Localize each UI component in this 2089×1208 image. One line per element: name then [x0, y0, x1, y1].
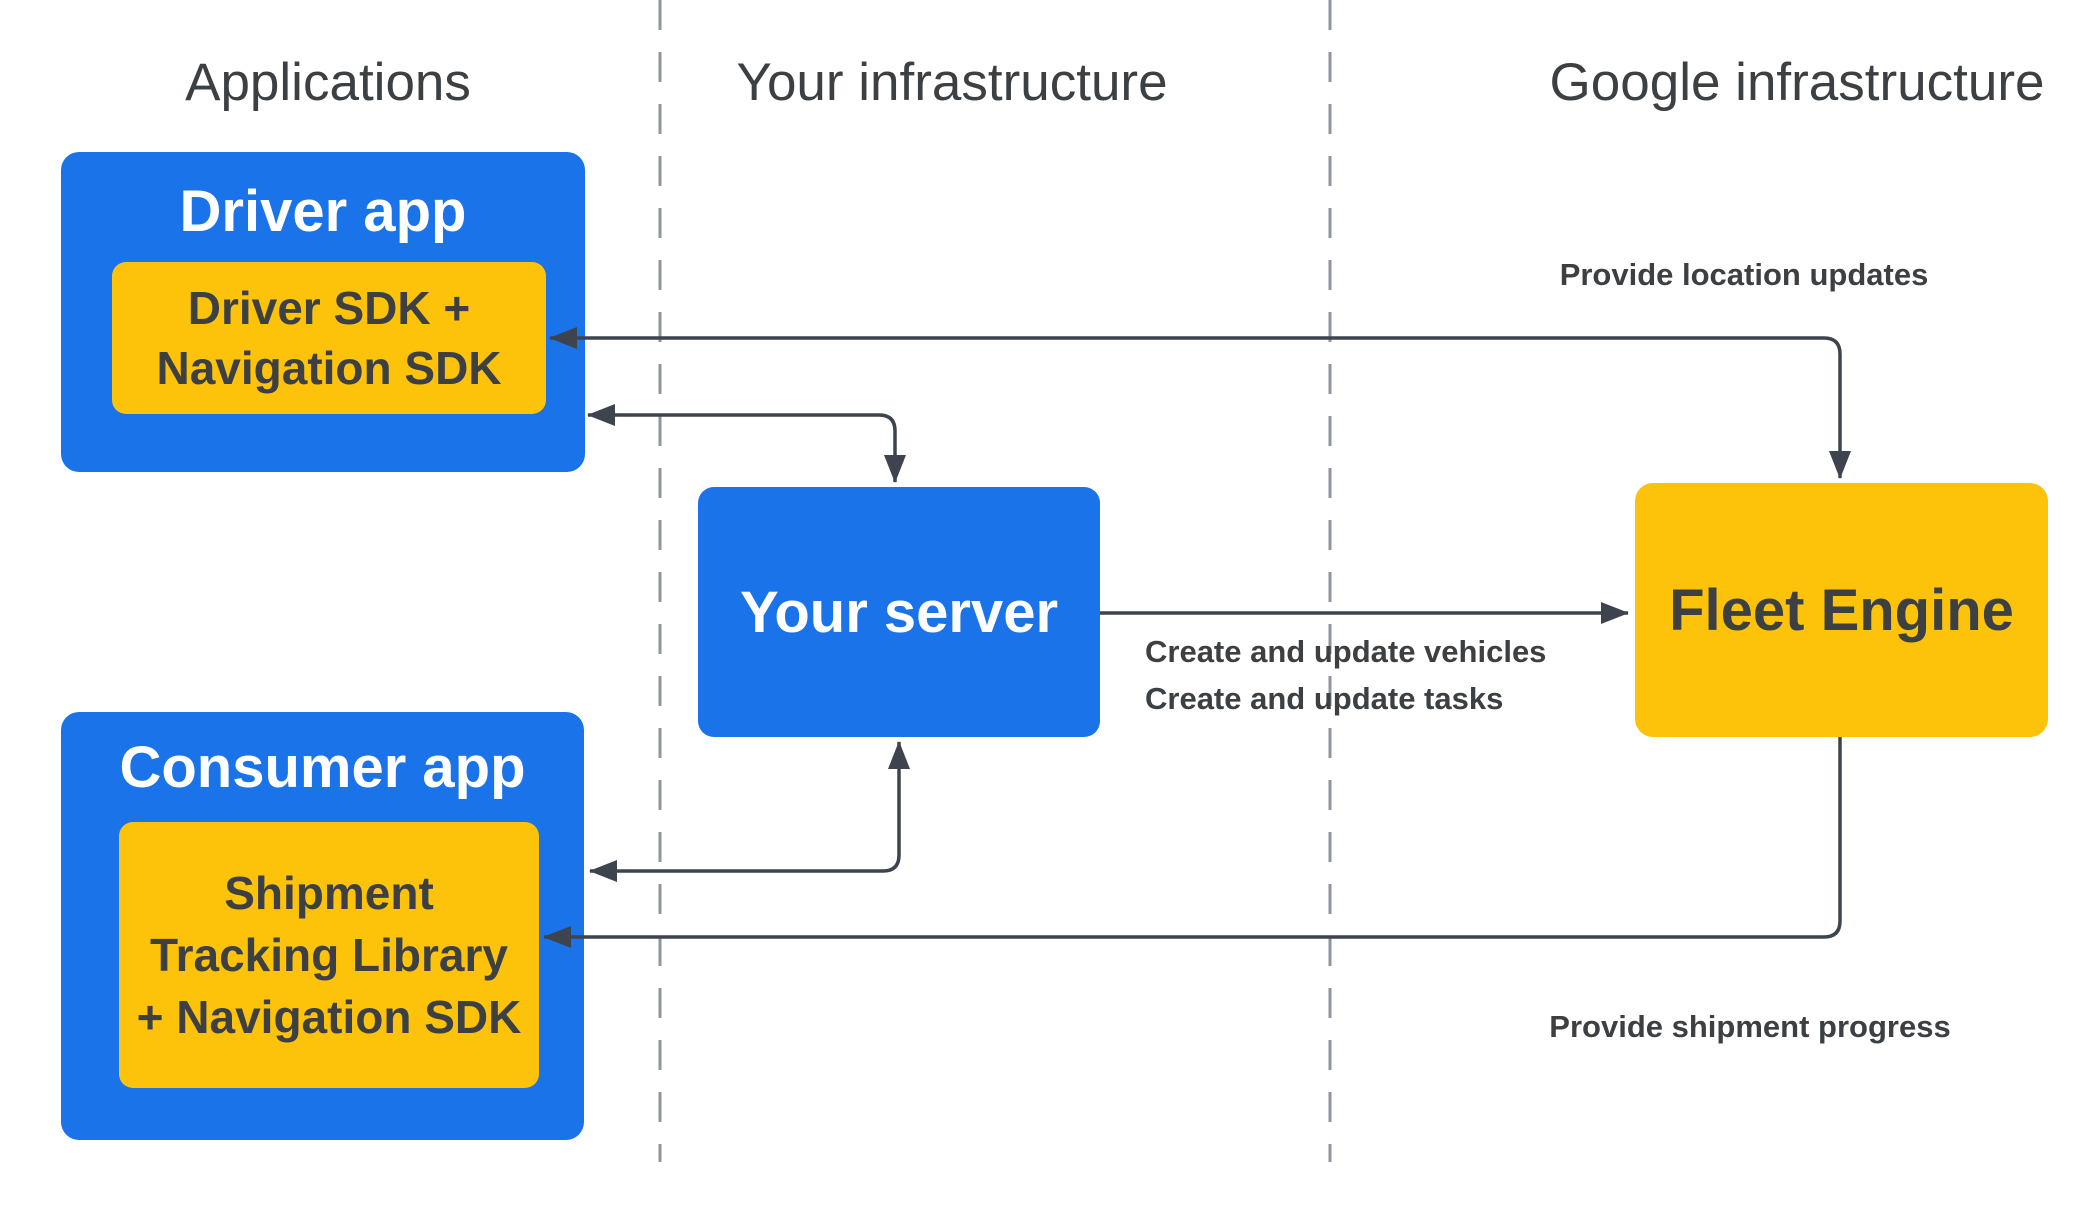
shipment-tracking-library-box: Shipment Tracking Library + Navigation S…	[119, 822, 539, 1088]
shipment-line-2: Tracking Library	[150, 929, 508, 981]
your-server-box: Your server	[698, 487, 1100, 737]
shipment-line-3: + Navigation SDK	[136, 991, 522, 1043]
driver-sdk-line-1: Driver SDK +	[187, 282, 471, 334]
consumer-app-title: Consumer app	[119, 735, 526, 800]
column-header-google-infrastructure: Google infrastructure	[1549, 53, 2045, 112]
arrow-shipment-progress-fleet-consumer	[543, 737, 1842, 948]
label-create-and-update: Create and update vehicles Create and up…	[1145, 628, 1546, 722]
label-create-update-tasks: Create and update tasks	[1145, 681, 1504, 716]
label-create-update-vehicles: Create and update vehicles	[1145, 634, 1547, 669]
column-header-applications: Applications	[185, 53, 471, 112]
your-server-title: Your server	[739, 579, 1059, 645]
arrow-driver-app-your-server	[587, 404, 906, 483]
fleet-engine-title: Fleet Engine	[1669, 577, 2014, 643]
label-provide-location-updates: Provide location updates	[1559, 257, 1929, 292]
column-header-your-infrastructure: Your infrastructure	[736, 53, 1168, 112]
driver-sdk-line-2: Navigation SDK	[156, 342, 502, 394]
driver-app-box: Driver app Driver SDK + Navigation SDK	[61, 152, 585, 472]
label-provide-shipment-progress: Provide shipment progress	[1549, 1009, 1951, 1044]
arrow-your-server-consumer-app	[589, 741, 910, 882]
consumer-app-box: Consumer app Shipment Tracking Library +…	[61, 712, 584, 1140]
shipment-line-1: Shipment	[224, 867, 434, 919]
arrow-location-updates-driver-fleet	[549, 327, 1851, 479]
fleet-engine-box: Fleet Engine	[1635, 483, 2048, 737]
driver-sdk-box: Driver SDK + Navigation SDK	[112, 262, 546, 414]
driver-app-title: Driver app	[179, 179, 467, 244]
